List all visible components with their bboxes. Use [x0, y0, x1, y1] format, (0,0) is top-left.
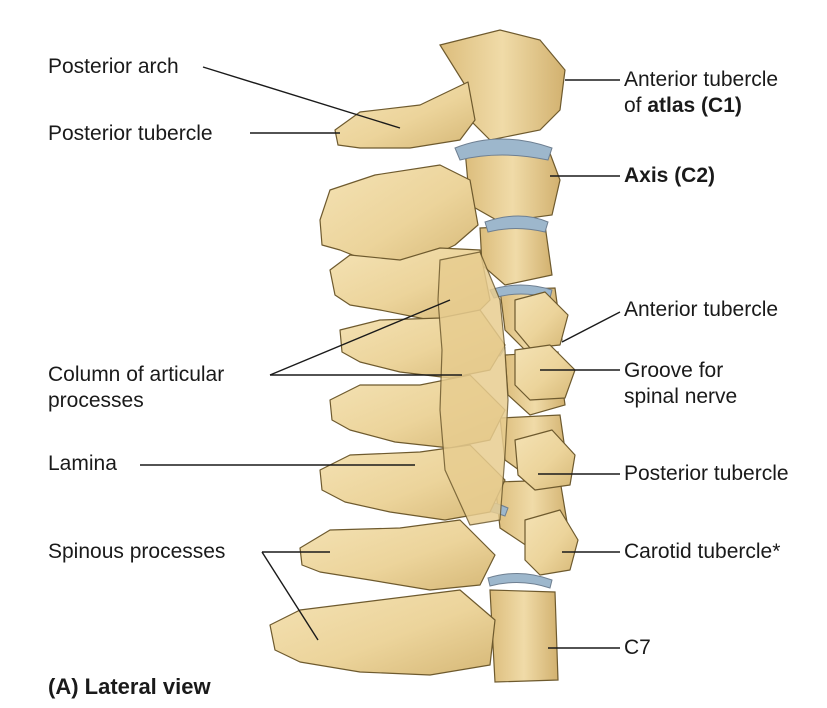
transverse-process-c4 [514, 291, 569, 349]
label-posterior-tubercle-right: Posterior tubercle [624, 462, 789, 485]
label-anterior-tubercle-atlas-line1: Anterior tubercle [624, 68, 779, 91]
disc-c7 [487, 572, 553, 589]
label-spinous-processes: Spinous processes [48, 540, 226, 563]
leader-posterior-arch [202, 66, 401, 129]
atlas-posterior-arch [334, 81, 476, 149]
posterior-elements [269, 81, 579, 676]
label-groove-line2: spinal nerve [624, 385, 738, 408]
label-carotid-tubercle: Carotid tubercle* [624, 540, 781, 563]
label-posterior-arch: Posterior arch [48, 55, 179, 78]
axis-spinous-process [319, 164, 479, 269]
c7-body [489, 589, 559, 683]
carotid-tubercle-shape [524, 509, 579, 576]
label-posterior-tubercle-left: Posterior tubercle [48, 122, 213, 145]
c3-body [479, 224, 553, 286]
leader-column-1 [269, 299, 451, 376]
figure-caption: (A) Lateral view [48, 674, 211, 699]
label-column-line2: processes [48, 389, 144, 412]
c6-spinous-process [299, 519, 496, 591]
label-axis-c2: Axis (C2) [624, 164, 716, 187]
leader-anterior-tubercle [561, 311, 621, 343]
c7-spinous-process [269, 589, 496, 676]
label-anterior-tubercle-atlas-line2: of atlas (C1) [624, 94, 742, 118]
label-lamina: Lamina [48, 452, 117, 475]
transverse-process-c6 [514, 429, 576, 491]
leader-spinous-2 [261, 551, 319, 641]
disc-c1-c2 [454, 138, 553, 161]
label-c7: C7 [624, 636, 651, 659]
label-of-prefix: of [624, 94, 648, 117]
label-column-line1: Column of articular [48, 363, 225, 386]
label-groove-line1: Groove for [624, 359, 724, 382]
label-atlas-c1: atlas (C1) [647, 94, 742, 117]
transverse-process-c5 [514, 344, 576, 401]
articular-column [437, 251, 509, 526]
leader-lines [140, 66, 621, 649]
disc-c2-c3 [484, 215, 549, 233]
label-anterior-tubercle: Anterior tubercle [624, 298, 779, 321]
